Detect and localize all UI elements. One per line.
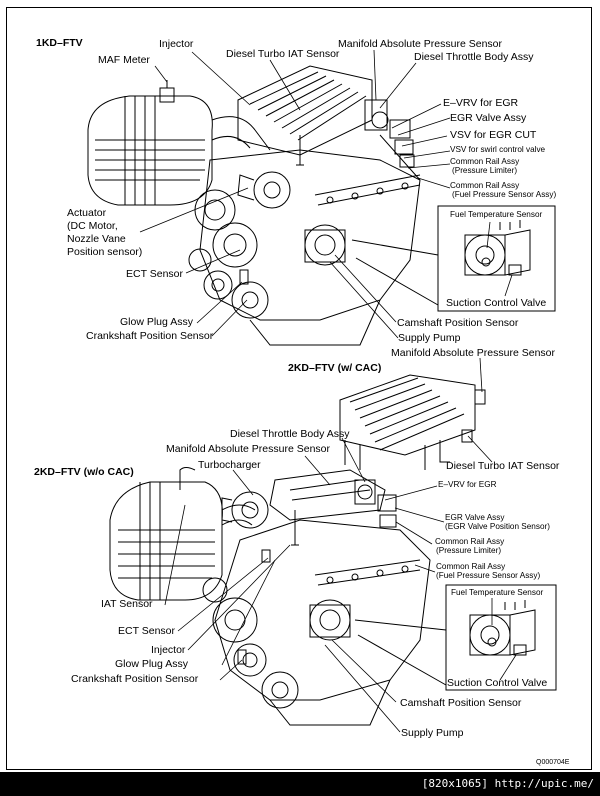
- label-actuator-line3: Nozzle Vane: [67, 233, 126, 245]
- label-vsv-for-swirl-control-valve: VSV for swirl control valve: [450, 145, 546, 154]
- figure-code: Q000704E: [536, 759, 570, 766]
- label-actuator-line2: (DC Motor,: [67, 220, 118, 232]
- label-diesel-throttle-body-assy: Diesel Throttle Body Assy: [414, 51, 534, 63]
- label-fuel-temperature-sensor: Fuel Temperature Sensor: [450, 210, 543, 219]
- leader-lines-2kd: [164, 437, 517, 733]
- label-diesel-turbo-iat-sensor: Diesel Turbo IAT Sensor: [226, 48, 340, 60]
- supply-pump-callout-1kd-illustration: [464, 220, 531, 276]
- label-maf-meter: MAF Meter: [98, 54, 150, 66]
- label-2kd-crankshaft-position-sensor: Crankshaft Position Sensor: [71, 673, 199, 685]
- label-2kd-suction-control-valve: Suction Control Valve: [447, 677, 548, 689]
- label-common-rail-fuel-pressure-sub: (Fuel Pressure Sensor Assy): [452, 190, 557, 199]
- label-2kd-common-rail-fuel-pressure: Common Rail Assy: [436, 562, 506, 571]
- label-injector: Injector: [159, 38, 194, 50]
- supply-pump-callout-2kd-illustration: [469, 600, 536, 656]
- footer-watermark-text: [820x1065] http://upic.me/: [421, 777, 594, 790]
- label-2kd-injector: Injector: [151, 644, 186, 656]
- label-egr-valve-assy: EGR Valve Assy: [450, 112, 527, 124]
- label-2kd-common-rail-pressure-limiter: Common Rail Assy: [435, 537, 505, 546]
- section-title-2kd-nocac: 2KD–FTV (w/o CAC): [34, 466, 134, 478]
- leader-lines-cac: [467, 357, 493, 463]
- label-2kd-evrv-for-egr: E–VRV for EGR: [438, 480, 497, 489]
- label-evrv-for-egr: E–VRV for EGR: [443, 97, 519, 109]
- engine-1kd-illustration: [87, 65, 421, 346]
- label-ect-sensor: ECT Sensor: [126, 268, 183, 280]
- label-2kd-ect-sensor: ECT Sensor: [118, 625, 175, 637]
- label-2kd-egr-valve-assy: EGR Valve Assy: [445, 513, 505, 522]
- label-2kd-iat-sensor: IAT Sensor: [101, 598, 153, 610]
- label-2kd-fuel-temperature-sensor: Fuel Temperature Sensor: [451, 588, 544, 597]
- label-manifold-absolute-pressure-sensor: Manifold Absolute Pressure Sensor: [338, 38, 503, 50]
- label-2kd-camshaft-position-sensor: Camshaft Position Sensor: [400, 697, 522, 709]
- label-2kd-glow-plug-assy: Glow Plug Assy: [115, 658, 188, 670]
- engine-2kd-illustration: [109, 467, 431, 726]
- label-vsv-for-egr-cut: VSV for EGR CUT: [450, 129, 537, 141]
- label-camshaft-position-sensor: Camshaft Position Sensor: [397, 317, 519, 329]
- label-cac-diesel-turbo-iat-sensor: Diesel Turbo IAT Sensor: [446, 460, 560, 472]
- label-2kd-manifold-absolute-pressure-sensor: Manifold Absolute Pressure Sensor: [166, 443, 331, 455]
- footer-bar: [820x1065] http://upic.me/: [0, 772, 600, 796]
- label-common-rail-pressure-limiter: Common Rail Assy: [450, 157, 520, 166]
- label-glow-plug-assy: Glow Plug Assy: [120, 316, 193, 328]
- label-suction-control-valve: Suction Control Valve: [446, 297, 547, 309]
- label-2kd-diesel-throttle-body-assy: Diesel Throttle Body Assy: [230, 428, 350, 440]
- section-title-1kd: 1KD–FTV: [36, 37, 83, 49]
- leader-lines-1kd: [139, 49, 513, 339]
- label-2kd-turbocharger: Turbocharger: [198, 459, 261, 471]
- label-2kd-common-rail-fuel-pressure-sub: (Fuel Pressure Sensor Assy): [436, 571, 541, 580]
- label-actuator-line4: Position sensor): [67, 246, 143, 258]
- label-common-rail-fuel-pressure: Common Rail Assy: [450, 181, 520, 190]
- label-2kd-common-rail-pressure-limiter-sub: (Pressure Limiter): [436, 546, 502, 555]
- intercooler-cac-illustration: [339, 374, 486, 470]
- label-supply-pump: Supply Pump: [398, 332, 461, 344]
- label-crankshaft-position-sensor: Crankshaft Position Sensor: [86, 330, 214, 342]
- label-common-rail-pressure-limiter-sub: (Pressure Limiter): [452, 166, 518, 175]
- label-actuator: Actuator: [67, 207, 107, 219]
- label-2kd-supply-pump: Supply Pump: [401, 727, 464, 739]
- section-title-2kd-cac: 2KD–FTV (w/ CAC): [288, 362, 382, 374]
- label-cac-manifold-absolute-pressure-sensor: Manifold Absolute Pressure Sensor: [391, 347, 556, 359]
- label-2kd-egr-valve-position-sensor: (EGR Valve Position Sensor): [445, 522, 550, 531]
